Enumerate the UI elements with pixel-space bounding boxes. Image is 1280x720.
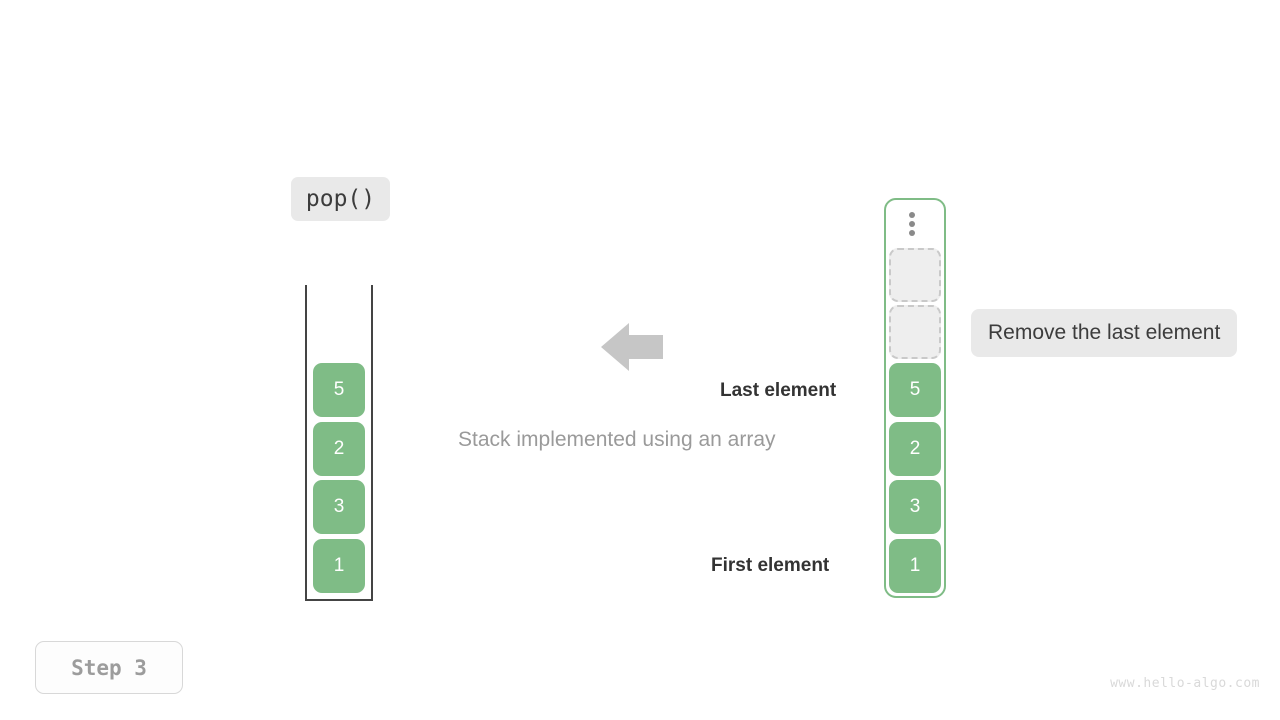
- stack-cell-2: 2: [313, 422, 365, 476]
- step-indicator: Step 3: [35, 641, 183, 694]
- stack-cell-3: 3: [313, 480, 365, 534]
- vertical-ellipsis-icon: [909, 212, 917, 236]
- array-cell-1: 1: [889, 539, 941, 593]
- arrow-left-icon: [601, 320, 663, 379]
- array-cell-2: 2: [889, 422, 941, 476]
- operation-label: pop(): [291, 177, 390, 221]
- watermark: www.hello-algo.com: [1110, 676, 1260, 691]
- array-slot-empty-2: [889, 305, 941, 359]
- stack-cell-5: 5: [313, 363, 365, 417]
- array-cell-5: 5: [889, 363, 941, 417]
- stack-u-container: [305, 285, 373, 601]
- stack-cell-1: 1: [313, 539, 365, 593]
- last-element-label: Last element: [720, 380, 837, 401]
- first-element-label: First element: [711, 555, 830, 576]
- diagram-caption: Stack implemented using an array: [458, 428, 776, 451]
- note-badge: Remove the last element: [971, 309, 1238, 357]
- array-cell-3: 3: [889, 480, 941, 534]
- array-slot-empty-1: [889, 248, 941, 302]
